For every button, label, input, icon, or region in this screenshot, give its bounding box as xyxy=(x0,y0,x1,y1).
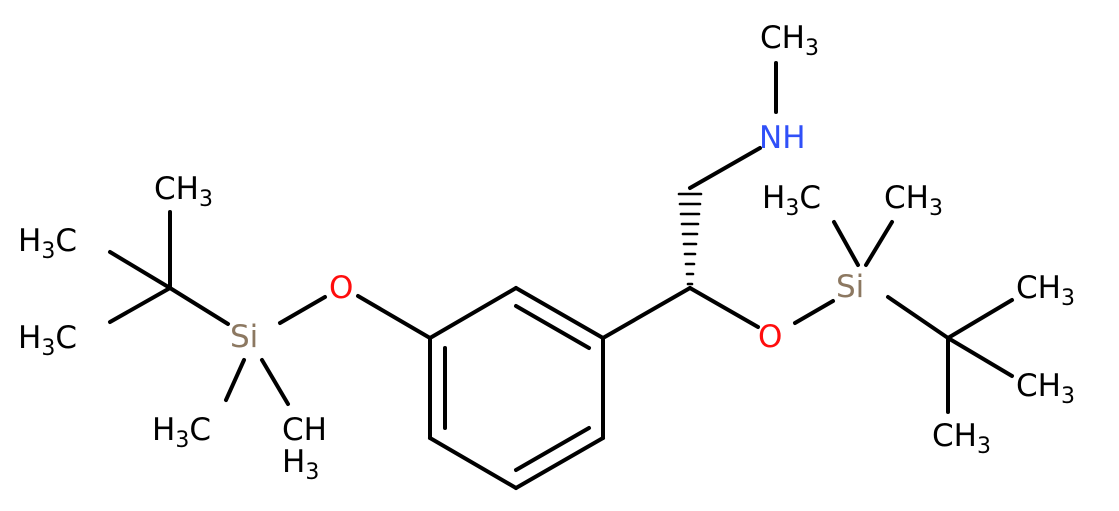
right-tbutyl-methyl-top-label: CH3 xyxy=(1016,270,1075,311)
right-silicon-label: Si xyxy=(836,269,864,305)
tbutyl-methyl-bond xyxy=(108,286,172,324)
left-si-methyl-left-label: H3C xyxy=(152,412,211,453)
right-tbutyl-methyl-bottom-label: CH3 xyxy=(932,418,991,459)
ring-bond xyxy=(514,286,605,340)
amine-label: NH xyxy=(759,120,806,156)
ring-to-chiral-bond xyxy=(601,286,692,340)
n-methyl-label: CH3 xyxy=(760,20,819,61)
ring-bond xyxy=(428,436,518,490)
chiral-to-oxygen-bond xyxy=(688,286,760,329)
ring-double-bond xyxy=(514,304,591,350)
right-si-methyl-left-label: H3C xyxy=(762,180,821,221)
ring-bond xyxy=(514,436,605,490)
left-tbutyl-methyl-left-label: H3C xyxy=(18,223,77,264)
si-methyl-bond xyxy=(260,358,290,406)
left-silicon-label: Si xyxy=(230,319,258,355)
oxygen-to-silicon-bond xyxy=(278,295,327,325)
si-methyl-bond xyxy=(832,220,860,267)
left-tbutyl-methyl-top-label: CH3 xyxy=(154,171,213,212)
tbutyl-methyl-bond xyxy=(946,336,1014,378)
si-methyl-bond xyxy=(864,220,894,267)
si-methyl-bond xyxy=(224,358,246,402)
ring-bond xyxy=(428,286,518,340)
ring-to-oxygen-bond xyxy=(356,294,432,340)
tbutyl-methyl-bond xyxy=(108,250,172,290)
bonds xyxy=(108,61,1014,490)
si-to-tbutyl-bond xyxy=(886,295,950,340)
tbutyl-methyl-bond xyxy=(946,298,1014,340)
left-tbutyl-methyl-bottom-label: H3C xyxy=(18,320,77,361)
right-oxygen-label: O xyxy=(758,319,782,355)
hashed-wedge-bond xyxy=(677,192,703,286)
right-si-methyl-right-label: CH3 xyxy=(884,180,943,221)
ring-double-bond xyxy=(514,426,591,472)
methylene-to-amine-bond xyxy=(688,146,762,190)
right-tbutyl-methyl-mid-label: CH3 xyxy=(1016,368,1075,409)
left-si-methyl-right-label: CH H3 xyxy=(282,412,337,485)
si-to-tbutyl-bond xyxy=(168,286,230,326)
left-oxygen-label: O xyxy=(329,270,353,306)
oxygen-to-silicon-bond xyxy=(793,299,835,325)
